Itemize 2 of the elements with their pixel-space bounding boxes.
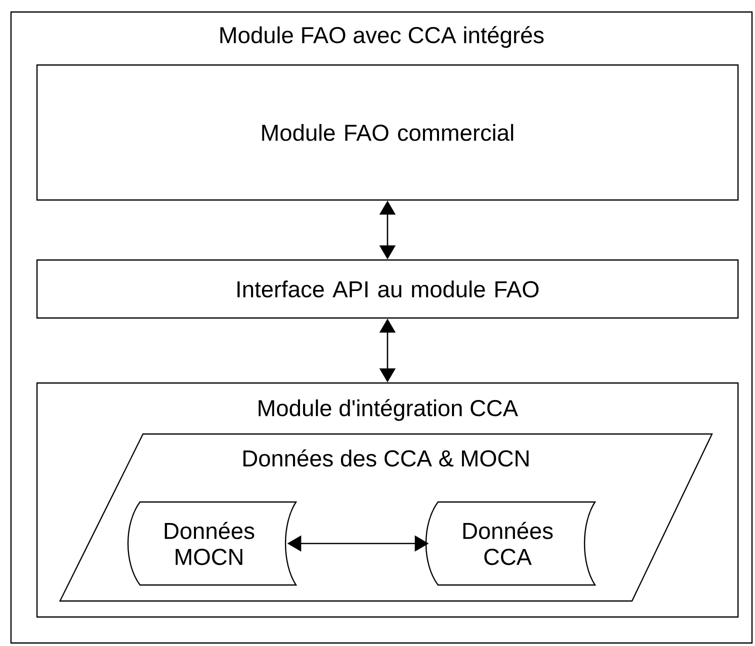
module-box: Module FAO commercial <box>36 64 739 201</box>
module-box: Interface API au module FAO <box>36 259 739 319</box>
